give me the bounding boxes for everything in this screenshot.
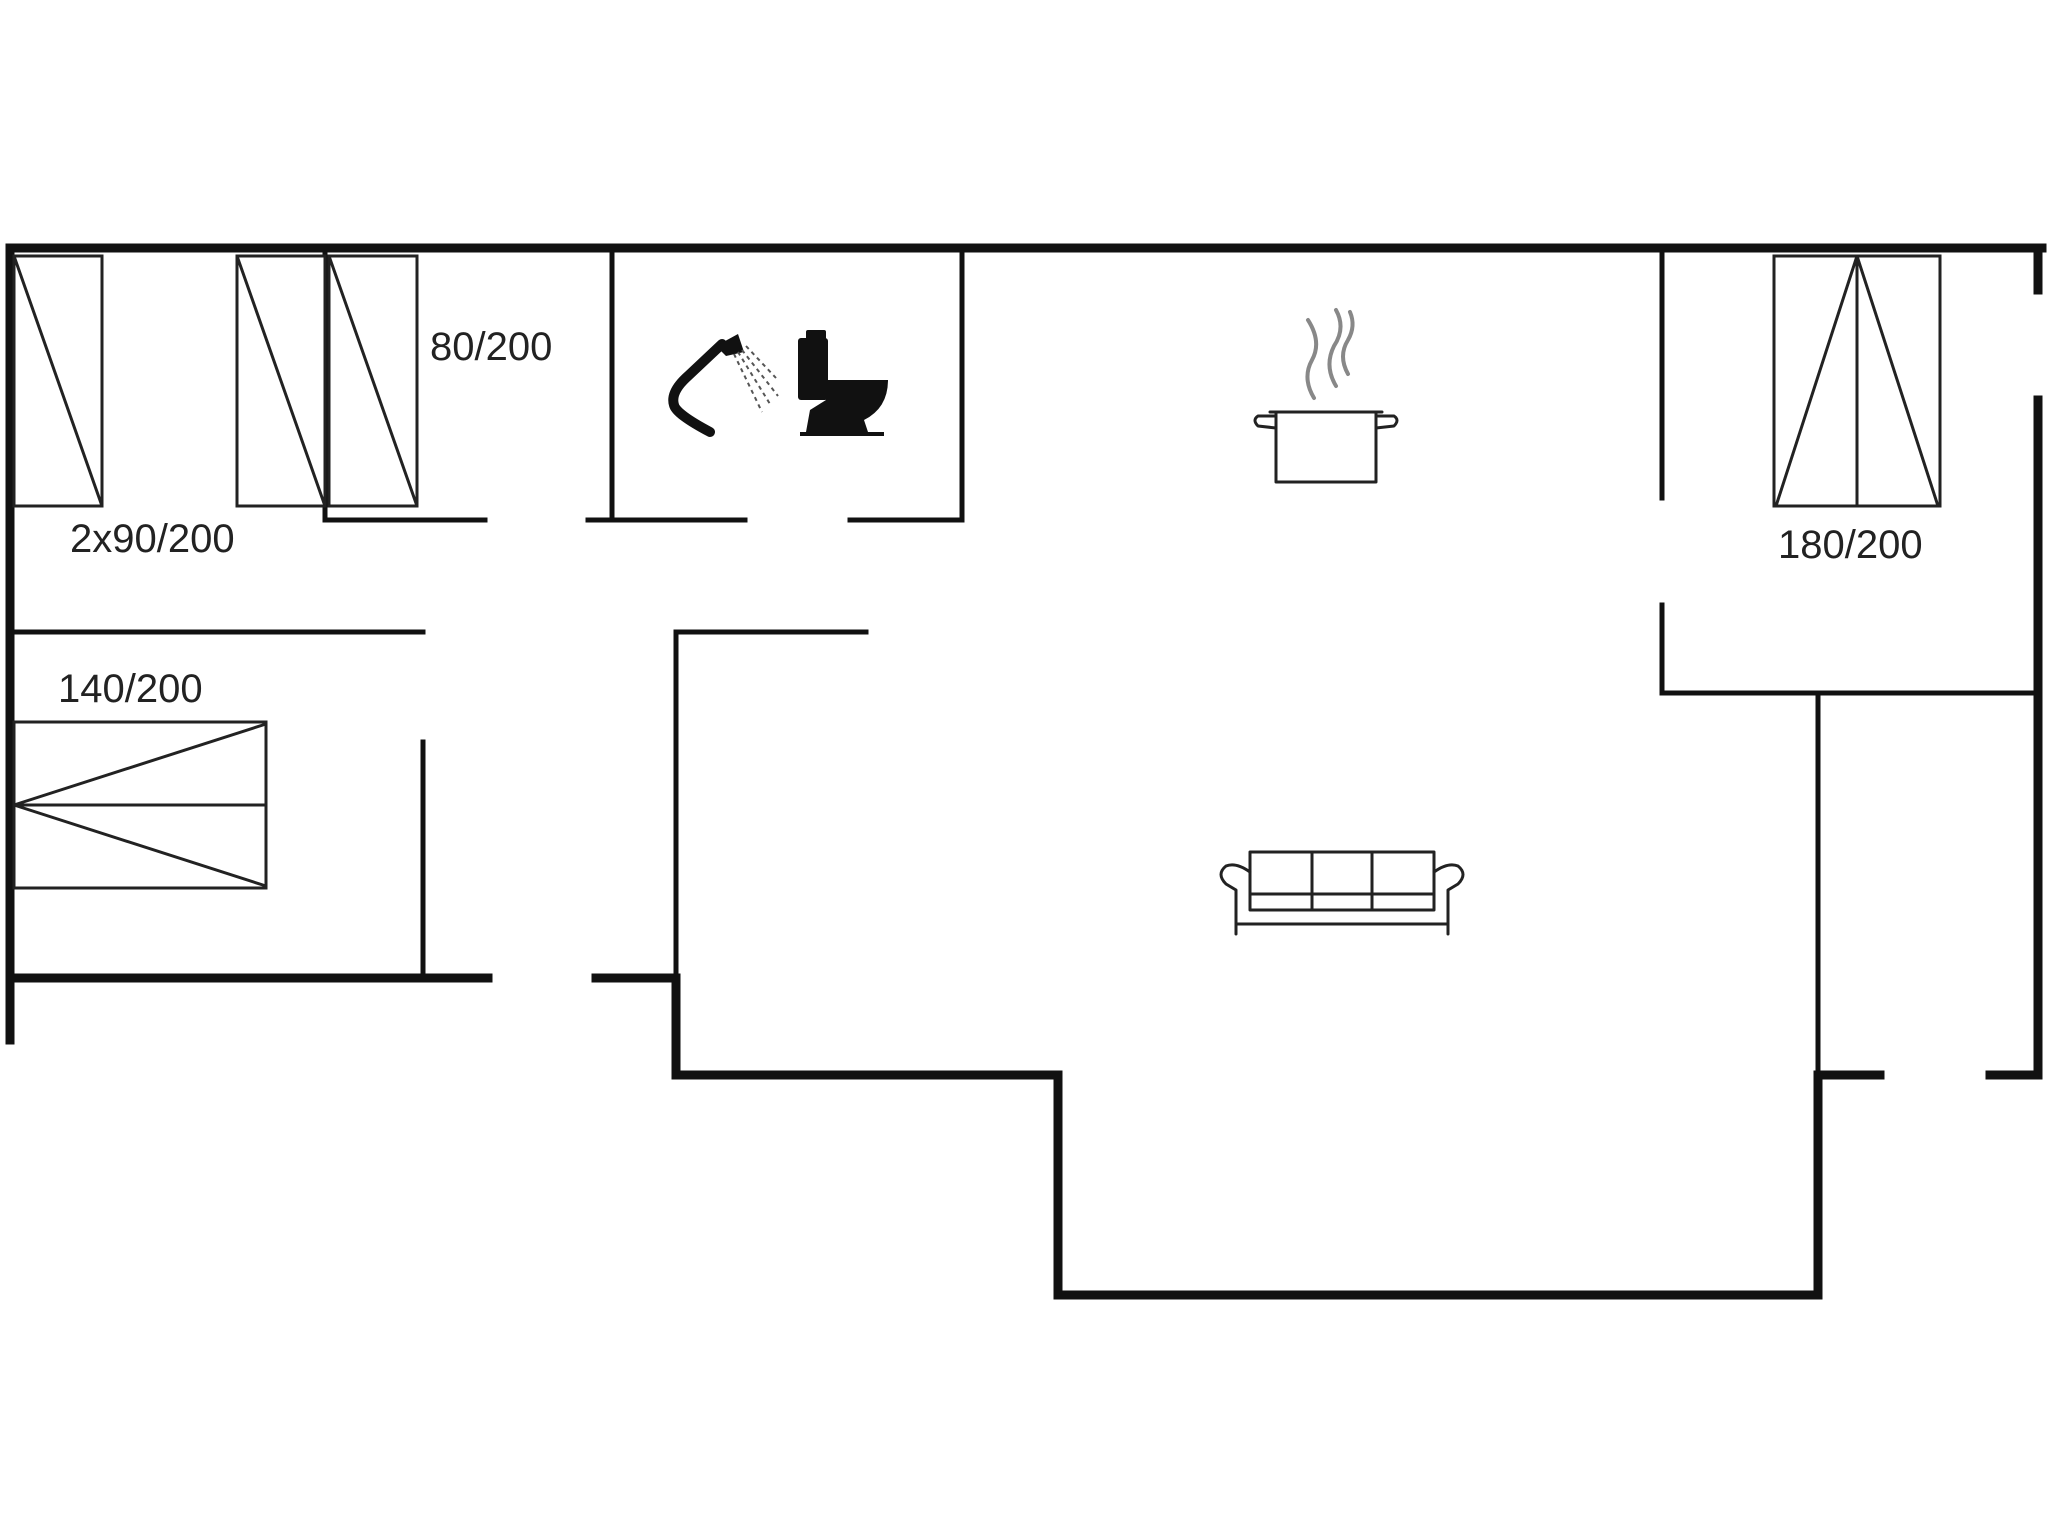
bed-90-left <box>12 254 104 508</box>
bed-180 <box>1772 254 1942 508</box>
bed-90-right <box>235 254 327 508</box>
bed-140 <box>12 720 268 890</box>
toilet-icon <box>798 330 888 436</box>
shower-icon <box>668 334 779 437</box>
bed-label-180: 180/200 <box>1778 523 1923 567</box>
bed-label-80: 80/200 <box>430 325 552 369</box>
bed-label-140: 140/200 <box>58 667 203 711</box>
outer-walls <box>5 243 2047 1300</box>
cooking-pot-icon <box>1253 308 1399 484</box>
sofa-icon <box>1219 850 1465 936</box>
bed-80 <box>327 254 419 508</box>
bed-label-2x90: 2x90/200 <box>70 517 235 561</box>
